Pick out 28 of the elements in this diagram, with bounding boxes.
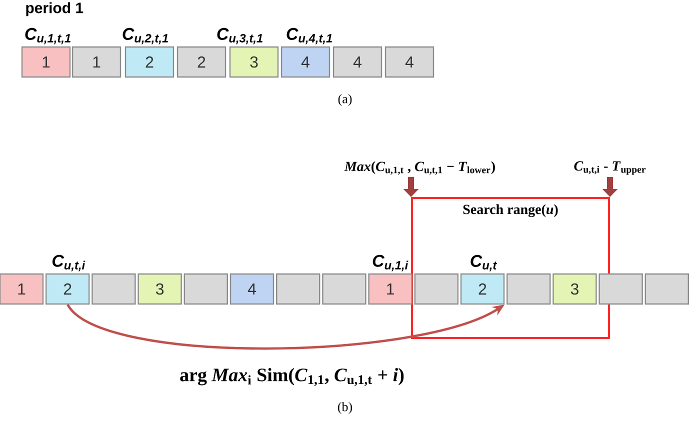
number-box: 3 [229, 46, 279, 78]
number-box: 3 [138, 273, 182, 305]
number-box: 1 [0, 273, 44, 305]
variable-label: C$_{u,4,t,1}$ [286, 28, 332, 44]
number-box: 1 [368, 273, 412, 305]
number-box: 4 [384, 46, 434, 78]
variable-label: C$_{u,1,i}$ [372, 254, 408, 272]
variable-label: C$_{u,t,i}$ [52, 254, 86, 272]
subfigure-caption: (b) [338, 402, 352, 414]
formula-label: C$_{u,t,i}$ - T$_{upper}$ [574, 161, 646, 175]
variable-label: C$_{u,2,t,1}$ [122, 28, 168, 44]
number-box: 3 [552, 273, 597, 305]
number-box: 4 [280, 46, 330, 78]
heading: period 1 [26, 2, 84, 16]
number-box: 1 [72, 46, 122, 78]
formula-label: Max(C$_{u,1,t}$ , C$_{u,t,1}$ − T$_{lower}$) [344, 161, 495, 175]
edge-label: arg Max$_{i}$ Sim(C$_{1,1}$, C$_{u,1,t}$ + i) [178, 366, 406, 388]
number-box: 2 [460, 273, 505, 305]
number-box: 1 [21, 46, 71, 78]
number-box: 4 [332, 46, 382, 78]
variable-label: C$_{u,1,t,1}$ [25, 28, 70, 44]
variable-label: C$_{u,3,t,1}$ [217, 28, 262, 44]
number-box: 4 [230, 273, 274, 305]
number-box: 2 [46, 273, 90, 305]
subfigure-caption: (a) [338, 94, 352, 106]
variable-label: C$_{u,t}$ [470, 254, 498, 272]
number-box: 2 [124, 46, 174, 78]
number-box: 2 [176, 46, 226, 78]
